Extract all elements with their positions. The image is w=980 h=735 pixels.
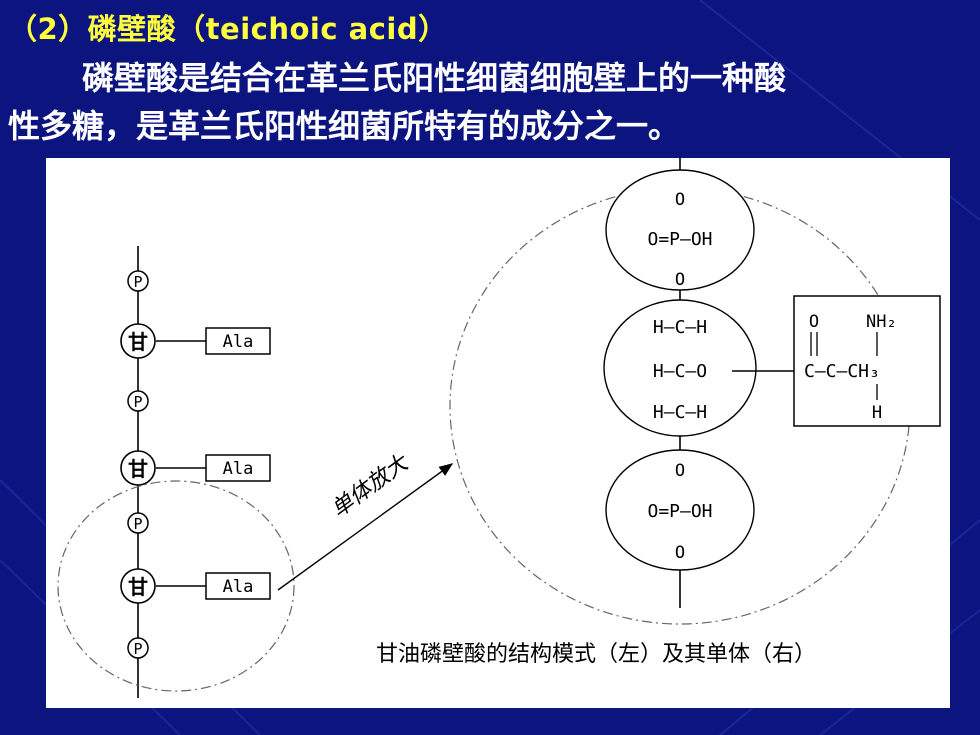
description-paragraph: 磷壁酸是结合在革兰氏阳性细菌细胞壁上的一种酸性多糖，是革兰氏阳性细菌所特有的成分… xyxy=(8,54,968,150)
arrow-label: 单体放大 xyxy=(327,450,415,523)
glycerol-unit: 甘 xyxy=(120,568,156,604)
description-line-1: 磷壁酸是结合在革兰氏阳性细菌细胞壁上的一种酸 xyxy=(82,59,787,97)
alanine-backbone: C—C—CH₃ xyxy=(804,361,880,382)
phosphate-label: P xyxy=(133,515,142,533)
phosphate-label: P xyxy=(133,640,142,658)
ala-box: Ala xyxy=(205,572,271,600)
phosphate-group-top: O O=P—OH O xyxy=(605,169,755,291)
oxygen-label: O xyxy=(675,543,685,563)
ala-label: Ala xyxy=(223,577,254,597)
phosphate-label: P xyxy=(133,273,142,291)
glycerol-label: 甘 xyxy=(128,457,148,481)
glycerol-row-1: H—C—H xyxy=(653,317,707,338)
glycerol-unit: 甘 xyxy=(120,323,156,359)
glycerol-unit: 甘 xyxy=(120,450,156,486)
ala-label: Ala xyxy=(223,459,254,479)
glycerol-label: 甘 xyxy=(128,330,148,354)
phosphate-unit: P xyxy=(127,270,149,292)
alpha-hydrogen: H xyxy=(872,403,882,423)
phosphate-unit: P xyxy=(127,390,149,412)
amino-group: NH₂ xyxy=(866,312,897,332)
carbonyl-oxygen: O xyxy=(809,312,819,332)
ala-box: Ala xyxy=(205,327,271,355)
oxygen-label: O xyxy=(675,461,685,481)
alanine-group: O NH₂ C—C—CH₃ H xyxy=(793,295,941,427)
phosphate-unit: P xyxy=(127,637,149,659)
glycerol-label: 甘 xyxy=(128,575,148,599)
glycerol-row-2: H—C—O xyxy=(653,361,707,382)
ala-box: Ala xyxy=(205,454,271,482)
structure-diagram: P P P P 甘 甘 甘 Ala xyxy=(57,158,941,698)
phosphate-label: P xyxy=(133,393,142,411)
oxygen-label: O xyxy=(675,190,685,210)
description-line-2: 性多糖，是革兰氏阳性细菌所特有的成分之一。 xyxy=(8,107,681,145)
magnify-arrow xyxy=(277,463,454,591)
highlight-circle-small xyxy=(57,480,295,692)
ala-label: Ala xyxy=(223,332,254,352)
glycerol-group: H—C—H H—C—O H—C—H xyxy=(603,299,757,437)
phosphate-unit: P xyxy=(127,512,149,534)
teichoic-acid-figure: P P P P 甘 甘 甘 Ala xyxy=(46,158,950,708)
slide-title: （2）磷壁酸（teichoic acid） xyxy=(8,12,448,46)
figure-caption: 甘油磷壁酸的结构模式（左）及其单体（右） xyxy=(376,642,817,667)
phosphate-formula: O=P—OH xyxy=(647,229,712,250)
phosphate-group-bottom: O O=P—OH O xyxy=(605,449,755,571)
glycerol-row-3: H—C—H xyxy=(653,402,707,423)
phosphate-formula: O=P—OH xyxy=(647,501,712,522)
oxygen-label: O xyxy=(675,270,685,290)
